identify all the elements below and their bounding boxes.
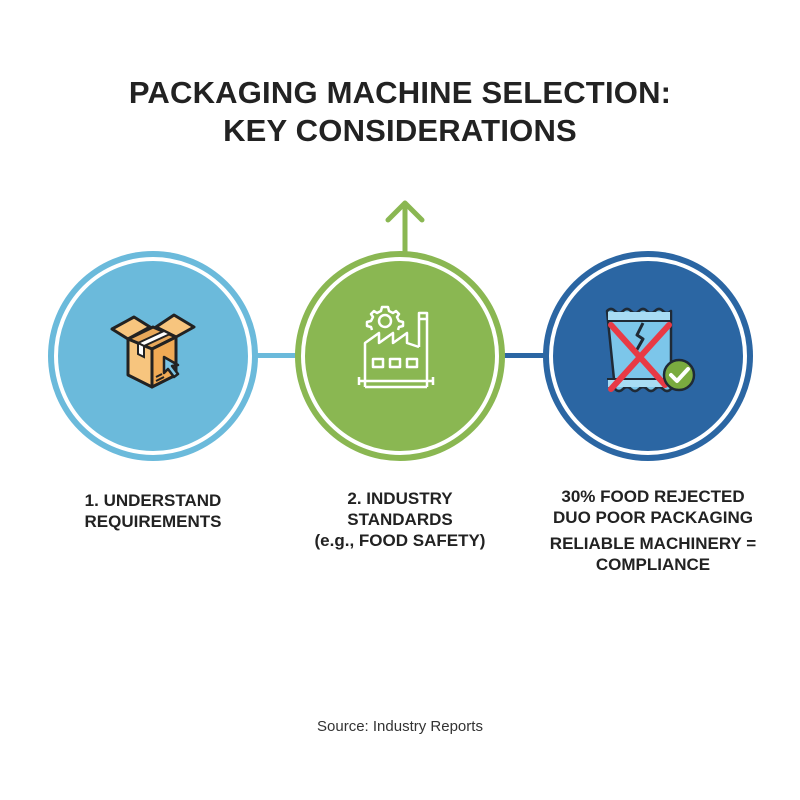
step-3-stat-line: 30% FOOD REJECTED (561, 487, 745, 506)
step-1-label: 1. UNDERSTAND REQUIREMENTS (48, 490, 258, 532)
step-3-stat-line: DUO POOR PACKAGING (553, 508, 753, 527)
step-2-label-line: STANDARDS (347, 510, 453, 529)
step-3-circle (543, 251, 753, 461)
step-2-label: 2. INDUSTRY STANDARDS (e.g., FOOD SAFETY… (290, 488, 510, 551)
arrow-up-icon (385, 200, 425, 254)
factory-with-gear-icon (357, 305, 435, 389)
step-3-label: 30% FOOD REJECTED DUO POOR PACKAGING REL… (538, 486, 768, 575)
step-1-label-line: REQUIREMENTS (84, 512, 222, 531)
source-note: Source: Industry Reports (317, 718, 483, 735)
step-3-conclusion-line: RELIABLE MACHINERY = (549, 534, 757, 553)
connector-1-2 (255, 353, 305, 358)
damaged-package-crossed-with-check-icon (605, 307, 696, 393)
step-2-label-line: 2. INDUSTRY (347, 489, 453, 508)
page-title: PACKAGING MACHINE SELECTION: KEY CONSIDE… (0, 74, 800, 150)
step-1-label-line: 1. UNDERSTAND (84, 491, 222, 510)
step-2-label-line: (e.g., FOOD SAFETY) (314, 531, 486, 550)
title-line-1: PACKAGING MACHINE SELECTION: (128, 75, 672, 110)
title-line-2: KEY CONSIDERATIONS (223, 113, 577, 148)
step-3-conclusion-line: COMPLIANCE (595, 555, 711, 574)
step-1-circle (48, 251, 258, 461)
connector-2-3 (500, 353, 550, 358)
step-2-circle (295, 251, 505, 461)
open-box-with-cursor-icon (110, 313, 196, 389)
